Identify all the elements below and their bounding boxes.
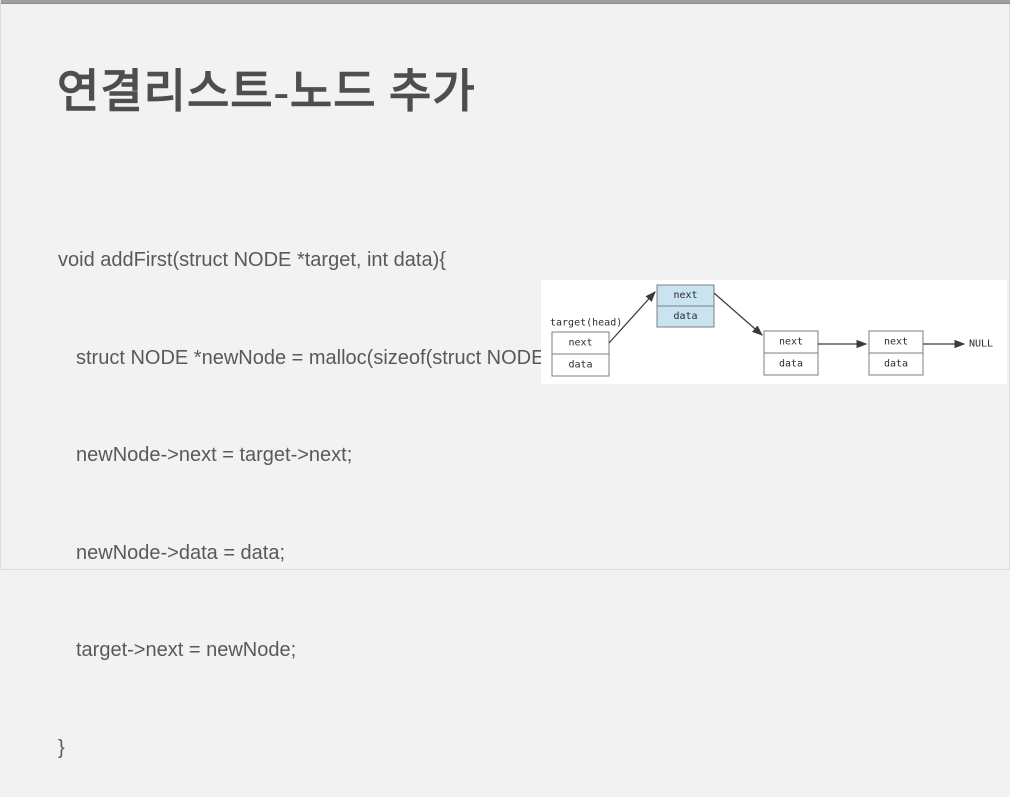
node-field-next: next	[779, 337, 803, 348]
linked-list-diagram-svg: target(head) next data next data next da…	[550, 284, 993, 377]
code-line-3: newNode->next = target->next;	[76, 444, 353, 466]
code-line-1: void addFirst(struct NODE *target, int d…	[58, 249, 446, 271]
null-label: NULL	[969, 339, 993, 350]
linked-list-diagram: target(head) next data next data next da…	[541, 280, 1007, 384]
node-field-data: data	[884, 359, 908, 370]
new-node: next data	[656, 284, 715, 328]
code-line-4: newNode->data = data;	[76, 541, 286, 564]
node-field-data: data	[673, 311, 697, 322]
presentation-slide: { "slide": { "title": "연결리스트-노드 추가" }, "…	[0, 0, 1010, 759]
node-field-data: data	[568, 360, 592, 371]
fourth-node: next data	[868, 330, 924, 376]
node-field-next: next	[673, 290, 697, 301]
node-field-next: next	[884, 337, 908, 348]
node-field-data: data	[779, 359, 803, 370]
target-node: next data	[551, 331, 610, 377]
arrow-newnode-to-third	[713, 292, 763, 336]
slide-top-accent-bar	[1, 0, 1010, 4]
slide-title: 연결리스트-노드 추가	[57, 66, 476, 117]
code-line-5: target->next = newNode;	[76, 639, 297, 661]
third-node: next data	[763, 330, 819, 376]
code-block: void addFirst(struct NODE *target, int d…	[58, 179, 563, 797]
node-field-next: next	[568, 338, 592, 349]
pointer-label: target(head)	[550, 318, 622, 329]
code-line-2: struct NODE *newNode = malloc(sizeof(str…	[76, 346, 564, 369]
code-line-6: }	[58, 736, 65, 759]
arrow-target-to-newnode	[608, 291, 656, 344]
